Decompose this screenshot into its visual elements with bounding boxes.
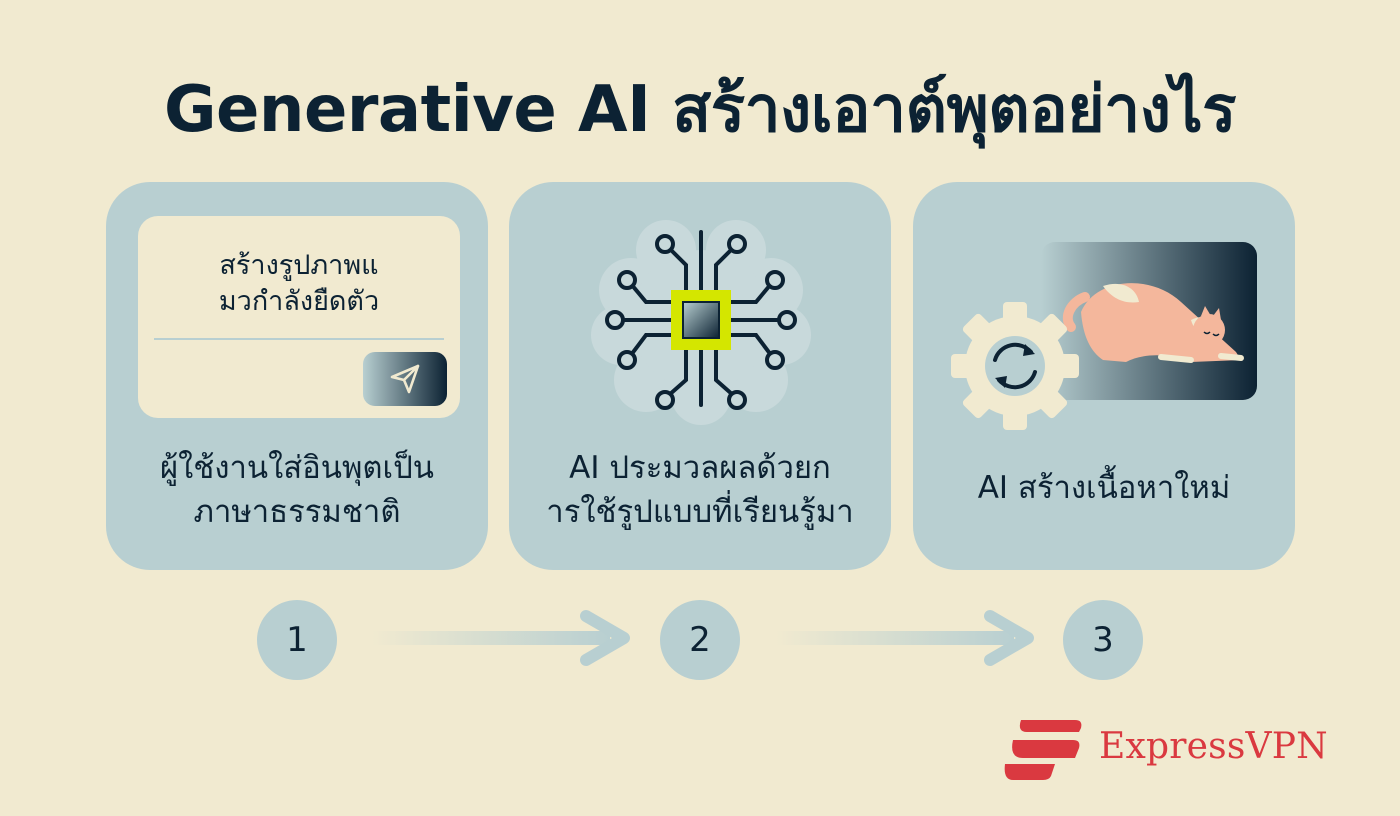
step-card-output: AI สร้างเนื้อหาใหม่ [913,182,1295,570]
expressvpn-logo-mark [1004,720,1082,780]
card-caption: ผู้ใช้งานใส่อินพุตเป็น ภาษาธรรมชาติ [160,450,434,530]
card-caption: AI ประมวลผลด้วยก ารใช้รูปแบบที่เรียนรู้ม… [546,450,854,530]
step-card-process: AI ประมวลผลด้วยก ารใช้รูปแบบที่เรียนรู้ม… [509,182,891,570]
stretching-cat-image [1062,283,1244,363]
arrow-right-icon [372,610,630,666]
logo-text: ExpressVPN [1099,726,1328,767]
send-button[interactable] [363,352,447,406]
prompt-text: สร้างรูปภาพแ มวกำลังยืดตัว [218,250,380,317]
card-caption: AI สร้างเนื้อหาใหม่ [977,470,1231,506]
brain-chip-icon [591,220,811,425]
step-card-input: สร้างรูปภาพแ มวกำลังยืดตัว ผู้ใช้งานใส่อ… [106,182,488,570]
step-number-1: 1 [257,600,337,680]
prompt-input-box[interactable]: สร้างรูปภาพแ มวกำลังยืดตัว [138,216,460,418]
expressvpn-logo[interactable]: ExpressVPN [1003,718,1333,784]
send-icon [390,364,420,394]
arrow-right-icon [776,610,1034,666]
gear-refresh-icon [951,302,1079,430]
page-title: Generative AI สร้างเอาต์พุตอย่างไร [163,73,1237,147]
step-number-3: 3 [1063,600,1143,680]
step-number-2: 2 [660,600,740,680]
prompt-divider [154,338,444,340]
